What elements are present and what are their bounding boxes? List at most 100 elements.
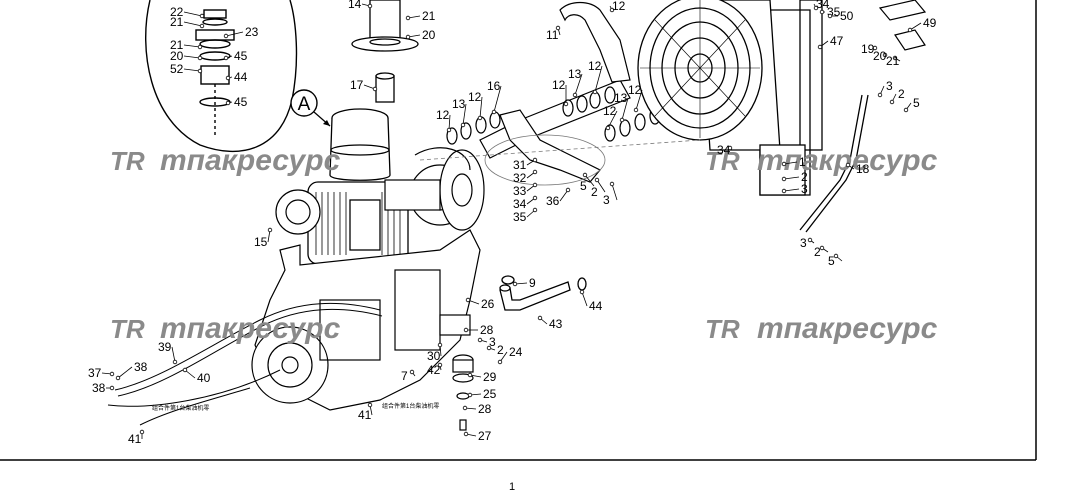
- leader-dot: [845, 162, 851, 168]
- watermark-top-left: TR тпакресурс: [110, 144, 341, 177]
- leader-dot: [889, 99, 895, 105]
- part-number-label: 2: [898, 87, 905, 101]
- leader-dot: [532, 169, 538, 175]
- leader-dot: [582, 172, 588, 178]
- page-number: 1: [509, 481, 515, 490]
- leader-dot: [225, 75, 231, 81]
- leader-dot: [813, 5, 819, 11]
- leader-dot: [223, 33, 229, 39]
- leader-dot: [372, 86, 378, 92]
- part-number-label: 21: [170, 15, 184, 29]
- leader-dot: [367, 402, 373, 408]
- part-number-label: 44: [589, 299, 603, 313]
- leader-dot: [817, 44, 823, 50]
- part-number-label: 20: [170, 49, 184, 63]
- part-number-label: 12: [628, 83, 642, 97]
- fan-outline: [419, 134, 701, 186]
- leader-dot: [537, 315, 543, 321]
- leader-dot: [197, 68, 203, 74]
- part-number-label: 45: [234, 95, 248, 109]
- part-number-label: 20: [422, 28, 436, 42]
- part-number-label: 36: [546, 194, 560, 208]
- leader-dot: [109, 385, 115, 391]
- leader-dot: [907, 27, 913, 33]
- part-number-label: 12: [552, 78, 566, 92]
- part-number-label: 13: [568, 67, 582, 81]
- right-note-label: 组合件第1台柴油机零: [382, 402, 439, 410]
- part-number-label: 12: [603, 104, 617, 118]
- leader-dot: [882, 52, 888, 58]
- leader-dot: [819, 245, 825, 251]
- leader-line: [448, 114, 451, 131]
- leader-dot: [486, 345, 492, 351]
- part-number-label: 5: [913, 96, 920, 110]
- leader-line: [559, 189, 569, 202]
- svg-text:TR: TR: [110, 314, 145, 344]
- callout-a: A: [290, 89, 331, 127]
- part-number-label: 33: [513, 184, 527, 198]
- leader-dot: [579, 289, 585, 295]
- leader-line: [574, 73, 583, 96]
- leader-line: [607, 110, 618, 129]
- leader-dot: [592, 89, 598, 95]
- part-number-label: 20: [873, 49, 887, 63]
- part-number-label: 5: [580, 179, 587, 193]
- leader-dot: [437, 342, 443, 348]
- leader-dot: [497, 359, 503, 365]
- part-number-label: 22: [170, 5, 184, 19]
- svg-text:тпакресурс: тпакресурс: [757, 312, 938, 345]
- part-number-label: 38: [92, 381, 106, 395]
- leader-dot: [477, 115, 483, 121]
- leader-dot: [807, 237, 813, 243]
- leader-dot: [109, 371, 115, 377]
- leader-line: [621, 97, 629, 121]
- part-number-label: 39: [158, 340, 172, 354]
- leader-dot: [609, 7, 615, 13]
- part-number-label: 11: [546, 28, 559, 42]
- leader-dot: [199, 13, 205, 19]
- watermark-top-right: TR тпакресурс: [705, 144, 938, 177]
- part-number-label: 13: [452, 97, 466, 111]
- leader-dot: [367, 3, 373, 9]
- part-number-label: 7: [401, 369, 408, 383]
- part-number-label: 47: [830, 34, 844, 48]
- leader-dot: [892, 55, 898, 61]
- part-number-label: 21: [886, 54, 900, 68]
- leader-dot: [833, 253, 839, 259]
- part-number-label: 34: [717, 143, 731, 157]
- part-number-label: 34: [816, 0, 830, 11]
- leader-line: [581, 291, 588, 307]
- leader-dot: [872, 45, 878, 51]
- part-number-label: 40: [197, 371, 211, 385]
- leader-dot: [594, 177, 600, 183]
- support-rod: [799, 94, 869, 233]
- leader-dot: [532, 182, 538, 188]
- leader-line: [183, 68, 201, 72]
- leader-dot: [512, 281, 518, 287]
- leader-dot: [405, 34, 411, 40]
- part-number-label: 12: [588, 59, 602, 73]
- part-number-label: 1: [799, 155, 806, 169]
- part-number-label: 21: [170, 38, 184, 52]
- part-number-label: 5: [828, 254, 835, 268]
- part-number-label: 38: [134, 360, 148, 374]
- leader-dot: [446, 127, 452, 133]
- part-number-label: 29: [483, 370, 497, 384]
- leader-line: [594, 65, 603, 93]
- leader-line: [183, 44, 201, 48]
- part-number-label: 43: [549, 317, 563, 331]
- part-number-label: 18: [856, 162, 870, 176]
- callout-a-letter: A: [298, 94, 311, 115]
- part-number-label: 28: [480, 323, 494, 337]
- part-number-label: 49: [923, 16, 937, 30]
- part-number-label: 25: [483, 387, 497, 401]
- svg-text:TR: TR: [705, 314, 740, 344]
- leader-dot: [563, 101, 569, 107]
- engine-block: [251, 147, 485, 411]
- leader-line: [493, 85, 502, 113]
- leader-dot: [565, 187, 571, 193]
- part-number-label: 45: [234, 49, 248, 63]
- part-number-label: 3: [489, 335, 496, 349]
- leader-dot: [532, 157, 538, 163]
- leader-dot: [467, 392, 473, 398]
